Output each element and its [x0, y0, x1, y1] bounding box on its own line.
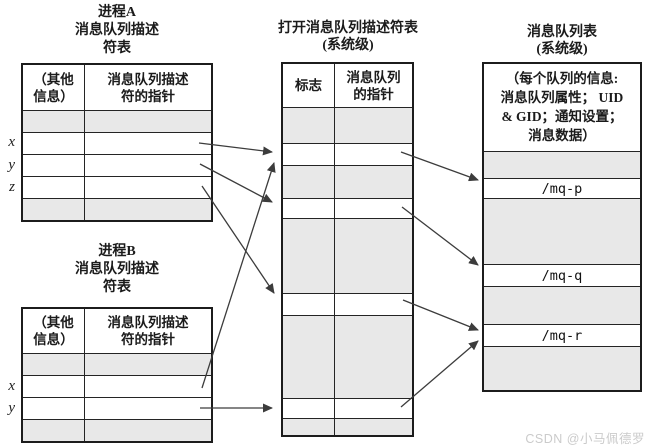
process-a-row-z — [23, 176, 211, 198]
open-table-entry-4 — [283, 398, 412, 418]
process-a-header-other: （其他 信息） — [23, 65, 85, 110]
process-a-table: （其他 信息） 消息队列描述 符的指针 — [21, 63, 213, 222]
queue-name-mq-r: /mq-r — [541, 327, 583, 344]
process-b-row-unused-bottom — [23, 419, 211, 441]
process-b-rows — [23, 353, 211, 441]
process-b-row-unused-top — [23, 353, 211, 375]
process-a-rows — [23, 110, 211, 220]
process-a-header-pointer: 消息队列描述 符的指针 — [107, 71, 189, 104]
queue-table: （每个队列的信息: 消息队列属性； UID & GID；通知设置； 消息数据） … — [482, 62, 642, 392]
process-b-title: 进程B 消息队列描述 符表 — [75, 244, 159, 295]
queue-table-title: 消息队列表 (系统级) — [527, 25, 597, 57]
open-table-header-flag: 标志 — [283, 64, 335, 107]
process-a-label-y: y — [8, 157, 15, 173]
open-table-entry-1 — [283, 143, 412, 165]
open-table-header-pointer: 消息队列 的指针 — [346, 69, 401, 102]
queue-name-mq-q: /mq-q — [541, 267, 583, 284]
open-table-gap-row — [283, 165, 412, 198]
process-a-row-x — [23, 132, 211, 154]
queue-entry-mq-r: /mq-r — [484, 324, 640, 346]
queue-table-gap-row — [484, 346, 640, 390]
process-b-header-other: （其他 信息） — [23, 309, 85, 353]
process-b-header-pointer: 消息队列描述 符的指针 — [107, 315, 189, 347]
process-a-label-z: z — [9, 179, 15, 195]
open-table-gap-row — [283, 218, 412, 293]
queue-table-info: （每个队列的信息: 消息队列属性； UID & GID；通知设置； 消息数据） — [500, 71, 624, 143]
queue-table-gap-row — [484, 198, 640, 264]
queue-entry-mq-q: /mq-q — [484, 264, 640, 286]
open-table-title: 打开消息队列描述符表 (系统级) — [278, 21, 418, 53]
open-table-entry-3 — [283, 293, 412, 315]
process-a-title: 进程A 消息队列描述 符表 — [75, 5, 159, 56]
process-b-row-x — [23, 375, 211, 397]
arrow-open-3-to-mq-r — [402, 299, 479, 331]
open-table-gap-row — [283, 315, 412, 398]
open-table-gap-row — [283, 107, 412, 143]
process-b-table: （其他 信息） 消息队列描述 符的指针 — [21, 307, 213, 443]
process-b-row-y — [23, 397, 211, 419]
queue-entry-mq-p: /mq-p — [484, 178, 640, 198]
process-a-row-unused-bottom — [23, 198, 211, 220]
process-b-label-x: x — [8, 378, 15, 394]
process-b-label-y: y — [8, 400, 15, 416]
open-table-rows — [283, 107, 412, 435]
queue-name-mq-p: /mq-p — [541, 180, 583, 197]
csdn-watermark: CSDN @小马佩德罗 — [525, 432, 645, 446]
process-a-row-unused-top — [23, 110, 211, 132]
process-a-label-x: x — [8, 134, 15, 150]
queue-table-gap-row — [484, 151, 640, 178]
queue-table-gap-row — [484, 286, 640, 324]
open-table-gap-row — [283, 418, 412, 435]
open-table-entry-2 — [283, 198, 412, 218]
process-a-row-y — [23, 154, 211, 176]
open-table: 标志 消息队列 的指针 — [281, 62, 414, 437]
queue-table-rows: /mq-p /mq-q /mq-r — [484, 151, 640, 390]
